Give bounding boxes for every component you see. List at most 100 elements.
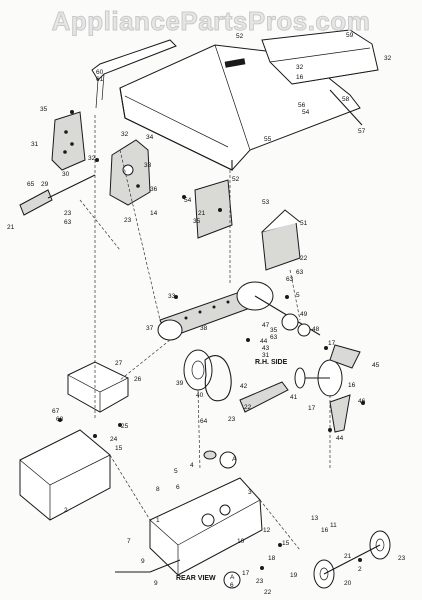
callout-32: 32 [121, 131, 129, 138]
callout-7: 7 [127, 538, 131, 545]
callout-45: 45 [372, 362, 380, 369]
callout-34: 34 [146, 134, 154, 141]
callout-17: 17 [308, 405, 316, 412]
callout-58: 58 [342, 96, 350, 103]
callout-22: 22 [300, 255, 308, 262]
bearing-part-49 [281, 313, 299, 331]
callout-9: 9 [154, 580, 158, 587]
callout-39: 39 [176, 380, 184, 387]
callout-42: 42 [240, 383, 248, 390]
callout-64: 64 [200, 418, 208, 425]
callout-17: 17 [242, 570, 250, 577]
callout-23: 23 [398, 555, 406, 562]
callout-46: 46 [358, 398, 366, 405]
callout-37: 37 [146, 325, 154, 332]
callout-63: 63 [270, 334, 278, 341]
callout-31: 31 [31, 141, 39, 148]
callout-31: 31 [262, 352, 270, 359]
callout-6: 6 [176, 484, 180, 491]
callout-18: 18 [268, 555, 276, 562]
housing-part-3 [149, 477, 263, 576]
hub-part-45 [294, 359, 343, 397]
callout-23: 23 [256, 578, 264, 585]
callout-43: 43 [262, 345, 270, 352]
callout-63: 63 [296, 269, 304, 276]
callout-33: 33 [144, 162, 152, 169]
belt-part-64 [204, 355, 232, 402]
callout-49: 49 [300, 311, 308, 318]
callout-35: 35 [193, 218, 201, 225]
callout-23: 23 [64, 210, 72, 217]
callout-22: 22 [264, 589, 272, 596]
latch-part-65 [19, 174, 96, 216]
callout-16: 16 [321, 527, 329, 534]
callout-33: 33 [168, 293, 176, 300]
callout-26: 26 [134, 376, 142, 383]
callout-2: 2 [358, 566, 362, 573]
callout-59: 59 [346, 32, 354, 39]
callout-15: 15 [282, 540, 290, 547]
callout-54: 54 [302, 109, 310, 116]
rod-part-57 [329, 89, 363, 126]
callout-22: 22 [244, 404, 252, 411]
callout-44: 44 [336, 435, 344, 442]
callout-30: 30 [62, 171, 70, 178]
callout-57: 57 [358, 128, 366, 135]
callout-32: 32 [296, 64, 304, 71]
plate-part-36 [109, 139, 151, 206]
callout-5: 5 [174, 468, 178, 475]
deflector-part-59 [261, 29, 379, 85]
callout-4: 4 [190, 462, 194, 469]
callout-32: 32 [88, 155, 96, 162]
callout-20: 20 [344, 580, 352, 587]
side-strip-part-60 [91, 39, 177, 109]
callout-13: 13 [311, 515, 319, 522]
cover-part-26 [67, 361, 129, 413]
callout-68: 68 [56, 416, 64, 423]
callout-12: 12 [263, 527, 271, 534]
bracket-part-44 [329, 394, 351, 433]
callout-52: 52 [232, 176, 240, 183]
callout-1: 1 [156, 517, 160, 524]
callout-63: 63 [64, 219, 72, 226]
wheel-axle [323, 544, 381, 575]
callout-60: 60 [96, 69, 104, 76]
callout-16: 16 [296, 74, 304, 81]
assembly-leaders [79, 115, 331, 551]
callout-23: 23 [228, 416, 236, 423]
callout-48: 48 [312, 326, 320, 333]
callout-9: 9 [141, 558, 145, 565]
callout-29: 29 [41, 181, 49, 188]
knob-part-A [203, 450, 237, 469]
callout-A: A [232, 456, 237, 463]
callout-11: 11 [330, 522, 337, 529]
callout-56: 56 [298, 102, 306, 109]
callout-27: 27 [115, 360, 123, 367]
callout-6: 6 [230, 582, 234, 589]
callout-15: 15 [115, 445, 123, 452]
callout-32: 32 [384, 55, 392, 62]
callout-8: 8 [156, 486, 160, 493]
base-bracket-part-2 [19, 429, 111, 521]
guide-part-42 [239, 381, 289, 413]
hardware-bolts [58, 110, 365, 570]
pulley-part-40 [183, 349, 213, 391]
callout-A: A [230, 574, 235, 581]
callout-44: 44 [260, 338, 268, 345]
washer-part-48 [297, 323, 311, 337]
rod-part-9 [115, 559, 181, 573]
callout-3: 3 [248, 489, 252, 496]
callout-61: 61 [96, 76, 104, 83]
callout-10: 10 [237, 538, 245, 545]
callout-52: 52 [236, 33, 244, 40]
callout-63: 63 [286, 276, 294, 283]
callout-54: 54 [184, 197, 192, 204]
callout-40: 40 [196, 392, 204, 399]
bracket-part-31 [51, 111, 86, 171]
guard-top-51 [261, 209, 301, 233]
callout-47: 47 [262, 322, 270, 329]
callout-16: 16 [348, 382, 356, 389]
callout-36: 36 [150, 186, 158, 193]
callout-19: 19 [290, 572, 298, 579]
callout-38: 38 [200, 325, 208, 332]
